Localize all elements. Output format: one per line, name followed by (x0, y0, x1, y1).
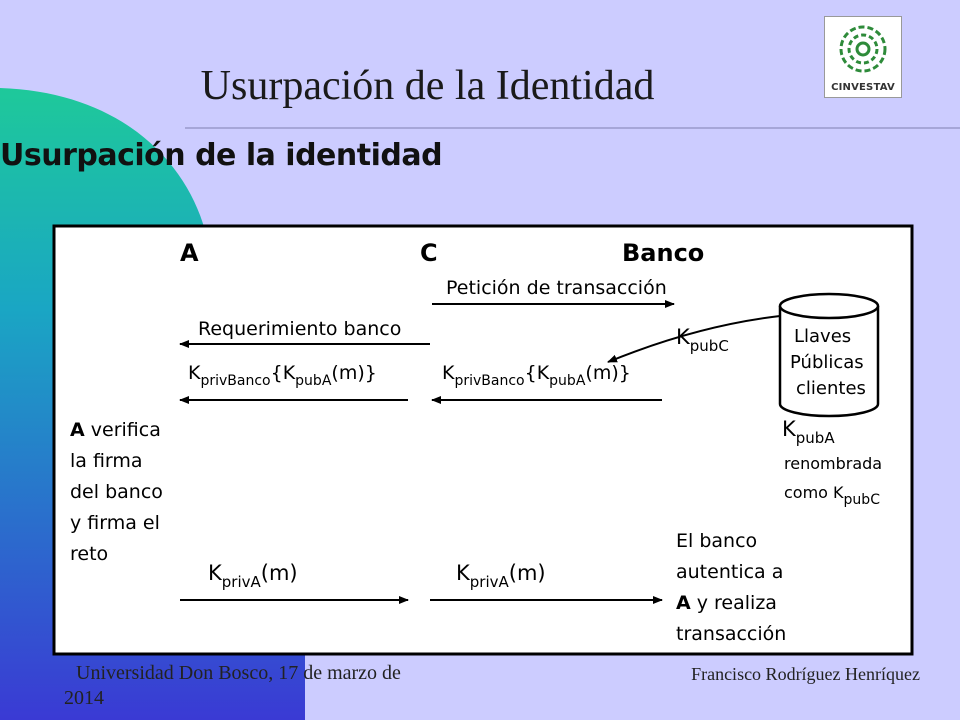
subscript-privbanco: privBanco (200, 373, 270, 389)
a-verifica-block: A verifica la firma del banco y firma el… (70, 419, 163, 565)
symbol-k: K (676, 325, 691, 349)
subscript-puba: pubA (549, 373, 586, 389)
banco-autentica-line-3: A y realiza (676, 592, 777, 614)
symbol-k-open: {K (271, 362, 296, 384)
symbol-m: (m) (261, 561, 298, 585)
kpuba-label: KpubA (782, 417, 835, 447)
symbol-k: K (782, 417, 797, 441)
symbol-m-close: (m)} (585, 362, 630, 384)
slide-title: Usurpación de la Identidad (200, 63, 655, 109)
subscript-puba: pubA (796, 429, 836, 447)
msg-kprivbanco-left-label: KprivBanco{KpubA(m)} (188, 362, 377, 389)
symbol-k: K (188, 362, 201, 384)
db-line-1: Llaves (794, 326, 851, 347)
db-line-2: Públicas (790, 352, 864, 373)
symbol-k: K (442, 362, 455, 384)
subscript-priva: privA (470, 573, 510, 591)
footer-left-line-2: 2014 (64, 687, 104, 709)
msg-kpriva-left-label: KprivA(m) (208, 561, 298, 591)
footer-institution-date: Universidad Don Bosco, 17 de marzo de 20… (64, 661, 484, 711)
party-c-label: C (420, 239, 438, 267)
footer-author: Francisco Rodríguez Henríquez (691, 664, 920, 684)
symbol-k: K (208, 561, 223, 585)
slide-subtitle: Usurpación de la identidad (0, 138, 443, 173)
symbol-m-close: (m)} (331, 362, 376, 384)
a-verifica-line-2: la firma (70, 450, 143, 472)
cinvestav-logo: CINVESTAV (824, 16, 902, 98)
symbol-k-open: {K (525, 362, 550, 384)
subscript-pubc: pubC (690, 337, 729, 355)
party-a-label: A (180, 239, 199, 267)
renombrada-como-text: como K (784, 483, 844, 502)
subscript-pubc: pubC (844, 492, 881, 508)
public-keys-database: Llaves Públicas clientes (778, 292, 880, 418)
msg-peticion-label: Petición de transacción (446, 277, 667, 299)
kpubc-label: KpubC (676, 325, 729, 355)
subscript-privbanco: privBanco (454, 373, 524, 389)
banco-autentica-line-2: autentica a (676, 561, 783, 583)
a-verifica-line-3: del banco (70, 481, 163, 503)
diagram-frame (52, 224, 914, 656)
kpubc-curved-arrow (607, 315, 781, 363)
a-verifica-line-1: A verifica (70, 419, 161, 441)
cinvestav-emblem-icon (839, 25, 887, 73)
a-verifica-line-4: y firma el (70, 512, 160, 534)
party-a-bold: A (70, 419, 85, 441)
renombrada-line-1: renombrada (784, 454, 882, 473)
logo-label: CINVESTAV (831, 82, 895, 93)
renombrada-line-2: como KpubC (784, 483, 880, 508)
msg-requerimiento-label: Requerimiento banco (198, 318, 401, 340)
subscript-priva: privA (222, 573, 262, 591)
symbol-k: K (456, 561, 471, 585)
verifica-text: verifica (85, 419, 161, 441)
a-verifica-line-5: reto (70, 543, 108, 565)
msg-kpriva-right-label: KprivA(m) (456, 561, 546, 591)
subscript-puba: pubA (295, 373, 332, 389)
msg-kprivbanco-right-label: KprivBanco{KpubA(m)} (442, 362, 631, 389)
banco-autentica-line-1: El banco (676, 530, 757, 552)
identity-spoofing-diagram: A C Banco Petición de transacción Requer… (52, 224, 914, 656)
footer-left-line-1: Universidad Don Bosco, 17 de marzo de (76, 662, 401, 684)
party-banco-label: Banco (622, 239, 704, 267)
symbol-m: (m) (509, 561, 546, 585)
party-a-bold: A (676, 592, 691, 614)
banco-autentica-block: El banco autentica a A y realiza transac… (676, 530, 786, 645)
banco-autentica-line-4: transacción (676, 623, 786, 645)
y-realiza-text: y realiza (691, 592, 777, 614)
db-line-3: clientes (796, 378, 866, 399)
